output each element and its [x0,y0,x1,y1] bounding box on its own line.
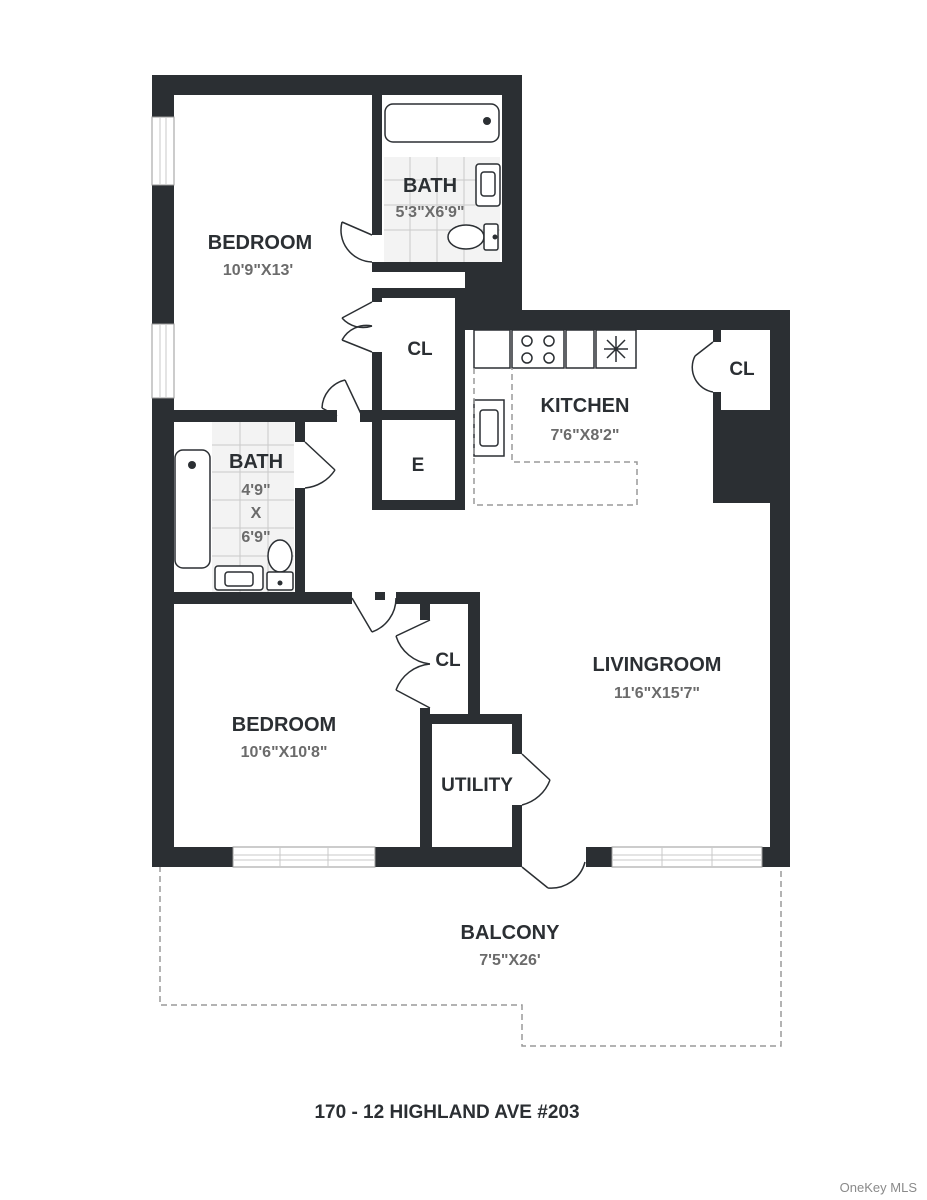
bath-left-dim-2: 6'9" [241,529,270,546]
kitchen-name: KITCHEN [541,395,630,417]
bathtub-icon [384,103,500,143]
kitchen-dim: 7'6"X8'2" [550,427,619,444]
balcony-name: BALCONY [461,922,561,944]
bath-top-fixtures [384,103,501,262]
livingroom-dim: 11'6"X15'7" [614,685,700,702]
bath-top-dim: 5'3"X6'9" [395,204,464,221]
bedroom-bottom-name: BEDROOM [232,714,336,736]
interior-walls [152,95,770,848]
address-caption: 170 - 12 HIGHLAND AVE #203 [314,1102,579,1123]
watermark: OneKey MLS [840,1180,918,1195]
windows-bottom [232,846,763,889]
elevator-name: E [412,455,425,476]
bath-left-dim-1: 4'9" [241,482,270,499]
room-labels: BEDROOM 10'9"X13' BATH 5'3"X6'9" CL KITC… [208,175,755,969]
bath-left-dim-x: X [251,505,262,522]
toilet-icon [447,224,485,250]
bedroom-top-dim: 10'9"X13' [223,262,293,279]
bathtub-icon [174,449,211,569]
bedroom-bottom-dim: 10'6"X10'8" [241,744,328,761]
utility-name: UTILITY [441,775,513,796]
bath-left-name: BATH [229,451,283,473]
stove-icon [511,329,565,369]
doors [304,221,714,806]
closet-kitchen-name: CL [729,359,755,380]
balcony-dim: 7'5"X26' [479,952,540,969]
bedroom-top-name: BEDROOM [208,232,312,254]
bath-top-name: BATH [403,175,457,197]
livingroom-name: LIVINGROOM [593,654,722,676]
kitchen-fixtures [473,329,638,506]
bath-left-fixtures [174,422,294,592]
balcony-outline [159,866,782,1047]
kitchen-sink-icon [473,399,505,457]
closet-top-name: CL [407,339,433,360]
windows-left [151,116,175,399]
closet-bottom-name: CL [435,650,461,671]
toilet-icon [267,539,293,573]
sink-icon [475,163,501,207]
